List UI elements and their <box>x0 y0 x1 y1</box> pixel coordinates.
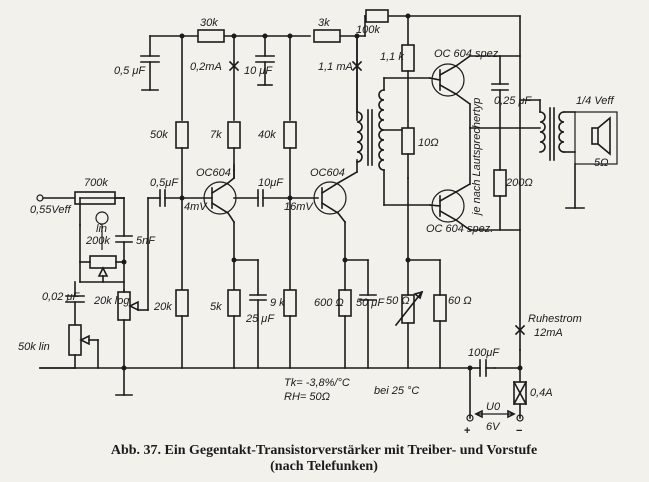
label-5k: 5k <box>210 301 222 313</box>
resistor-30k <box>197 29 225 43</box>
resistor-60ohm <box>433 294 447 322</box>
potentiometer-50k-lin <box>68 324 90 356</box>
label-c-0-02uF: 0,02 μF <box>42 291 80 303</box>
label-oc604-spez-bottom: OC 604 spez. <box>426 223 493 235</box>
fuse-0-4A <box>512 380 528 406</box>
label-c-100uF: 100μF <box>468 347 500 359</box>
resistor-40k <box>283 121 297 149</box>
capacitor-0-5uF-top <box>140 35 160 91</box>
label-5nF: 5nF <box>136 235 156 247</box>
label-20k-log: 20k log <box>93 295 130 307</box>
capacitor-10uF-top <box>255 35 275 86</box>
label-40k: 40k <box>258 129 276 141</box>
capacitor-5nF <box>115 235 133 243</box>
capacitor-100uF <box>479 359 496 377</box>
label-9k: 9 k <box>270 297 285 309</box>
label-speaker-type: je nach Lautsprechertyp <box>471 98 483 217</box>
capacitor-25uF <box>249 259 267 369</box>
label-0-2mA: 0,2mA <box>190 61 222 73</box>
label-plus: + <box>464 425 470 437</box>
label-minus: − <box>516 425 522 437</box>
label-c-50uF: 50 μF <box>356 297 385 309</box>
terminal-minus <box>516 414 524 422</box>
label-c-0-5uF-top: 0,5 μF <box>114 65 146 77</box>
label-0-55veff: 0,55Veff <box>30 204 72 216</box>
resistor-7k <box>227 121 241 149</box>
label-c-0-25uF: 0,25 μF <box>494 95 532 107</box>
label-tk: Tk= -3,8%/°C <box>284 377 350 389</box>
label-50k: 50k <box>150 129 168 141</box>
u0-arrow <box>474 409 516 419</box>
label-1-4veff: 1/4 Veff <box>576 95 614 107</box>
ruhestrom-marker <box>514 324 526 336</box>
label-oc604-2: OC604 <box>310 167 345 179</box>
label-oc604-spez-top: OC 604 spez. <box>434 48 501 60</box>
driver-transformer <box>356 77 431 206</box>
label-bei-25c: bei 25 °C <box>374 385 419 397</box>
label-50ohm: 50 Ω <box>386 295 410 307</box>
transistor-oc604-2 <box>313 170 359 224</box>
resistor-9k <box>283 289 297 317</box>
label-c-10uF-mid: 10μF <box>258 177 284 189</box>
output-transformer <box>539 107 576 161</box>
label-10ohm: 10Ω <box>418 137 439 149</box>
label-1-1k: 1,1 k <box>380 51 404 63</box>
label-lin: lin <box>96 223 107 235</box>
label-c-0-5uF-input: 0,5μF <box>150 177 179 189</box>
potentiometer-200k-lin <box>89 255 117 277</box>
label-rh: RH= 50Ω <box>284 391 330 403</box>
capacitor-0-5uF-input <box>147 189 183 207</box>
label-200ohm: 200Ω <box>505 177 533 189</box>
capacitor-0-25uF <box>491 83 509 91</box>
loudspeaker <box>574 111 618 165</box>
label-6v: 6V <box>486 421 501 433</box>
resistor-3k <box>313 29 341 43</box>
label-ruhestrom: Ruhestrom <box>528 313 582 325</box>
resistor-100k <box>365 9 389 23</box>
label-200k: 200k <box>85 235 110 247</box>
terminal-plus <box>466 414 474 422</box>
label-4mV: 4mV <box>184 201 208 213</box>
label-c-25uF: 25 μF <box>245 313 275 325</box>
current-marker-1-1mA <box>351 60 363 72</box>
resistor-10ohm <box>401 127 415 155</box>
label-u0: U0 <box>486 401 501 413</box>
label-30k: 30k <box>200 17 218 29</box>
label-12mA: 12mA <box>534 327 563 339</box>
label-c-10uF-top: 10 μF <box>244 65 273 77</box>
resistor-50k <box>175 121 189 149</box>
label-60ohm: 60 Ω <box>448 295 472 307</box>
label-fuse-0-4A: 0,4A <box>530 387 553 399</box>
label-16mV: 16mV <box>284 201 314 213</box>
label-700k: 700k <box>84 177 108 189</box>
figure-caption-line-1: Abb. 37. Ein Gegentakt-Transistorverstär… <box>111 443 537 458</box>
current-marker-0-2mA <box>228 60 240 72</box>
transistor-oc604-1 <box>203 176 237 224</box>
resistor-5k <box>227 289 241 317</box>
label-100k: 100k <box>356 24 380 36</box>
label-3k: 3k <box>318 17 330 29</box>
label-oc604-1: OC604 <box>196 167 231 179</box>
label-5ohm: 5Ω <box>594 157 609 169</box>
input-terminal <box>36 194 44 202</box>
resistor-200ohm <box>493 169 507 197</box>
label-7k: 7k <box>210 129 222 141</box>
label-50k-lin: 50k lin <box>18 341 50 353</box>
label-20k: 20k <box>153 301 172 313</box>
capacitor-50uF <box>359 259 377 369</box>
figure-caption-line-2: (nach Telefunken) <box>270 459 378 474</box>
label-1-1mA: 1,1 mA <box>318 61 353 73</box>
resistor-20k <box>175 289 189 317</box>
label-600ohm: 600 Ω <box>314 297 344 309</box>
